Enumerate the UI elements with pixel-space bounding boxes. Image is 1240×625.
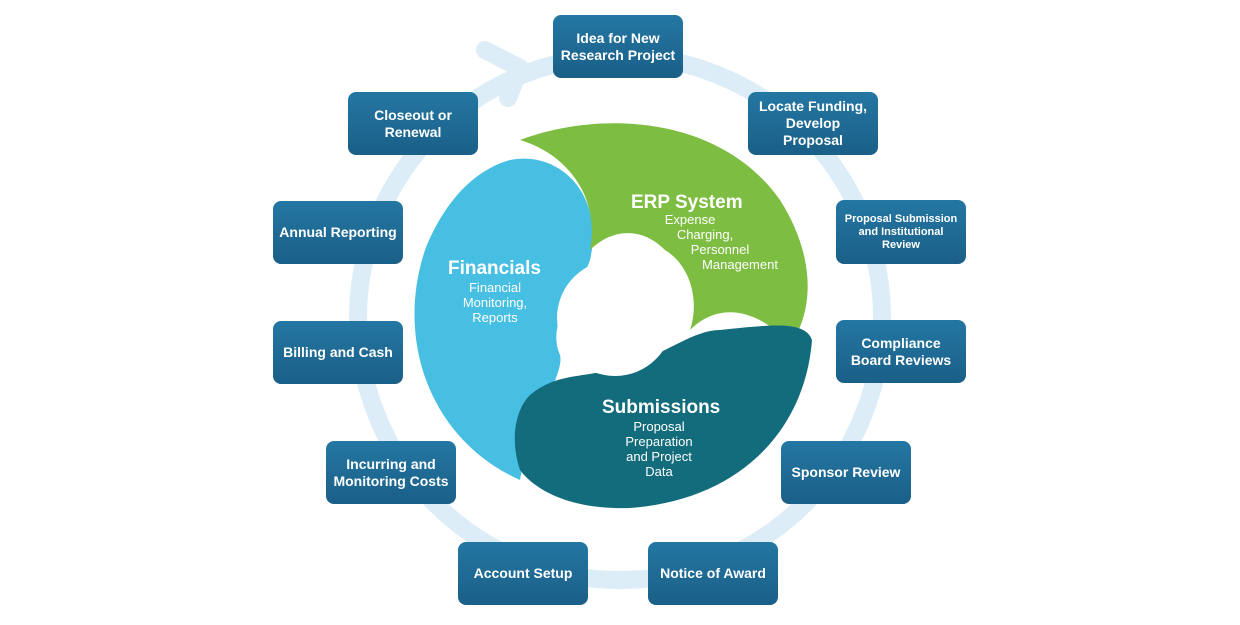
stage-notice-of-award: Notice of Award [648, 542, 778, 605]
stage-annual-reporting: Annual Reporting [273, 201, 403, 264]
erp-description: Expense Charging, Personnel Management [664, 212, 778, 272]
erp-segment [520, 123, 808, 345]
stage-incurring-costs: Incurring and Monitoring Costs [326, 441, 456, 504]
submissions-description: Proposal Preparation and Project Data [625, 419, 693, 479]
stage-billing-cash: Billing and Cash [273, 321, 403, 384]
stage-compliance: Compliance Board Reviews [836, 320, 966, 383]
submissions-title: Submissions [602, 397, 721, 418]
center-hole [557, 260, 673, 376]
cycle-arrow-icon [476, 41, 529, 107]
stage-locate-funding: Locate Funding, Develop Proposal [748, 92, 878, 155]
erp-title: ERP System [631, 192, 743, 213]
stage-closeout: Closeout or Renewal [348, 92, 478, 155]
stage-account-setup: Account Setup [458, 542, 588, 605]
submissions-segment [514, 325, 812, 509]
stage-proposal-submission: Proposal Submission and Institutional Re… [836, 200, 966, 264]
stage-sponsor-review: Sponsor Review [781, 441, 911, 504]
financials-title: Financials [448, 258, 541, 279]
financials-segment [414, 158, 593, 480]
financials-description: Financial Monitoring, Reports [462, 280, 528, 325]
stage-idea: Idea for New Research Project [553, 15, 683, 78]
